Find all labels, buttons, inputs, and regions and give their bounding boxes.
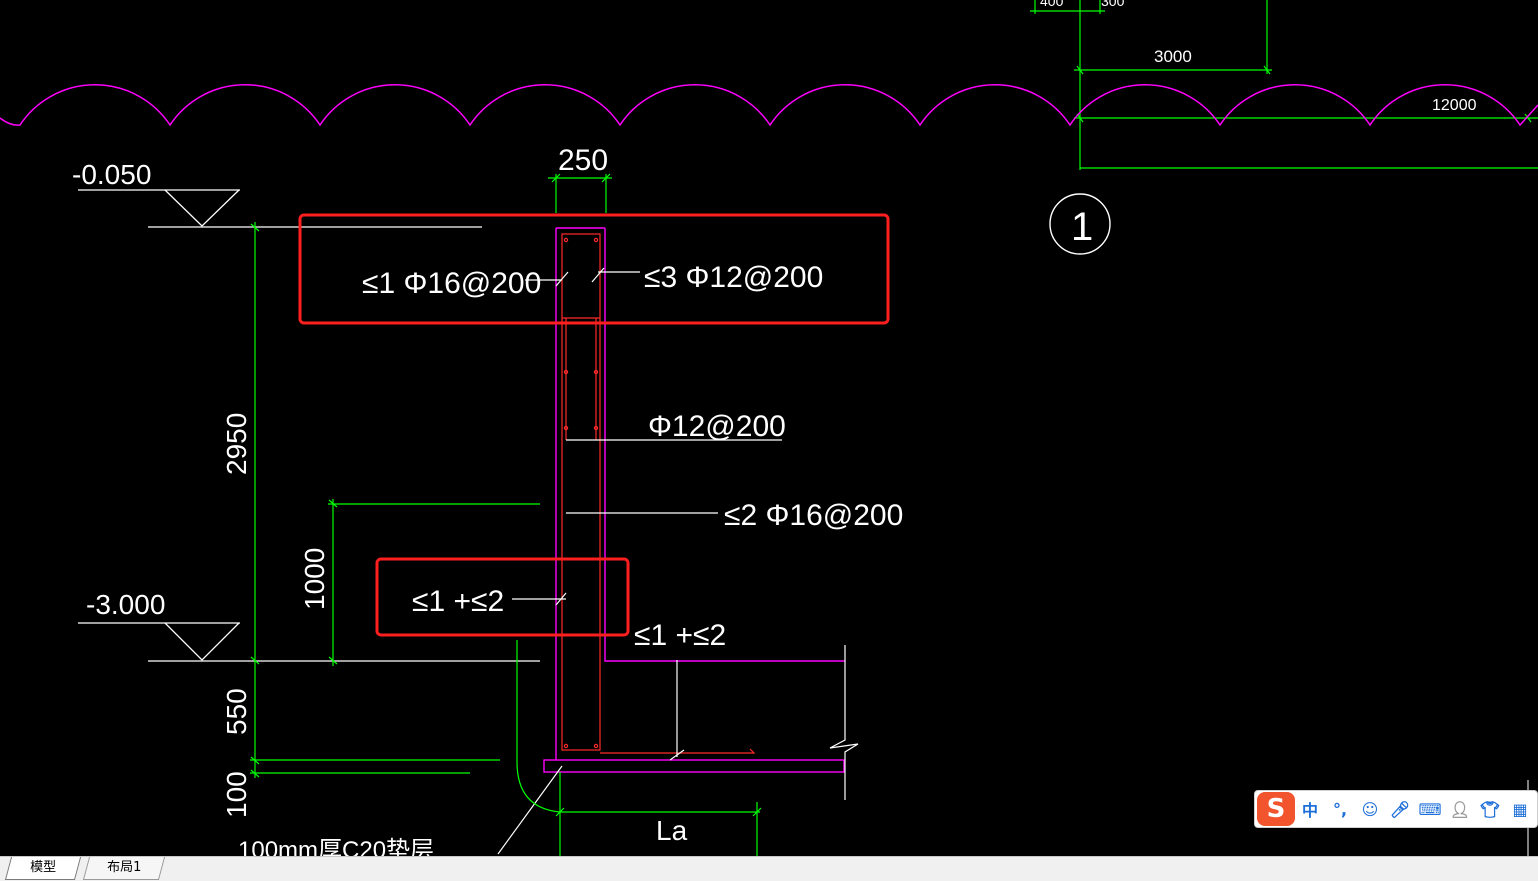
rebar-label-vertical: ≤2 Φ16@200 (724, 499, 903, 532)
dim-250: 250 (558, 144, 608, 177)
tab-layout1-label: 布局1 (106, 860, 142, 875)
left-dimensions (250, 222, 540, 778)
cad-canvas[interactable]: 400 300 3000 12000 1 -0.050 -3.000 2950 … (0, 0, 1538, 856)
microphone-icon[interactable]: 🎤︎ (1389, 799, 1411, 819)
rebar-label-top-left: ≤1 Φ16@200 (362, 267, 541, 300)
rebar-label-combo-boxed: ≤1 +≤2 (412, 585, 504, 618)
ime-punctuation-toggle[interactable]: °, (1332, 799, 1348, 819)
wall-width-dimension (548, 173, 612, 213)
dim-400: 400 (1040, 0, 1064, 9)
dim-12000: 12000 (1432, 97, 1477, 114)
smiley-icon[interactable]: ☺ (1361, 799, 1379, 819)
ime-toolbar[interactable]: S 中 °, ☺ 🎤︎ ⌨ 👤︎ 👕︎ ▦ (1254, 790, 1538, 828)
highlight-box-bottom (375, 557, 630, 637)
level-marker-bottom (78, 622, 540, 662)
tab-layout1[interactable]: 布局1 (82, 857, 166, 880)
level-bottom-text: -3.000 (86, 589, 165, 620)
dim-2950: 2950 (221, 413, 252, 475)
keyboard-icon[interactable]: ⌨ (1418, 799, 1442, 819)
dim-100: 100 (221, 771, 252, 818)
dim-la: La (656, 815, 688, 846)
ime-language-toggle[interactable]: 中 (1301, 801, 1318, 820)
grid-axis-label: 1 (1071, 205, 1093, 249)
top-dimensions (1030, 0, 1538, 170)
dim-300: 300 (1101, 0, 1125, 9)
bedding-note: 100mm厚C20垫层 (238, 837, 434, 856)
tab-model-label: 模型 (30, 860, 57, 875)
rebar-cage (561, 233, 756, 754)
tab-model[interactable]: 模型 (4, 857, 82, 880)
user-icon[interactable]: 👤︎ (1449, 799, 1471, 819)
highlight-box-top (298, 213, 890, 325)
grid-axis-bubble (1049, 193, 1111, 255)
leader-lines (497, 267, 782, 855)
skin-shirt-icon[interactable]: 👕︎ (1479, 799, 1501, 819)
layout-tab-bar: 模型 布局1 (0, 856, 1538, 881)
bottom-dimensions (516, 640, 762, 856)
rebar-label-mid: Φ12@200 (648, 410, 786, 443)
rebar-label-top-right: ≤3 Φ12@200 (644, 261, 823, 294)
dim-550: 550 (221, 688, 252, 735)
level-marker-top (78, 189, 482, 228)
dim-3000: 3000 (1154, 47, 1192, 66)
soil-boundary-scallops (0, 84, 1538, 127)
toolbox-grid-icon[interactable]: ▦ (1512, 799, 1528, 819)
retaining-wall-outline (543, 227, 845, 773)
level-top-text: -0.050 (72, 159, 151, 190)
sogou-logo-icon[interactable]: S (1257, 792, 1295, 826)
break-line (829, 645, 859, 800)
dim-1000: 1000 (299, 548, 330, 610)
rebar-label-combo-right: ≤1 +≤2 (634, 619, 726, 652)
